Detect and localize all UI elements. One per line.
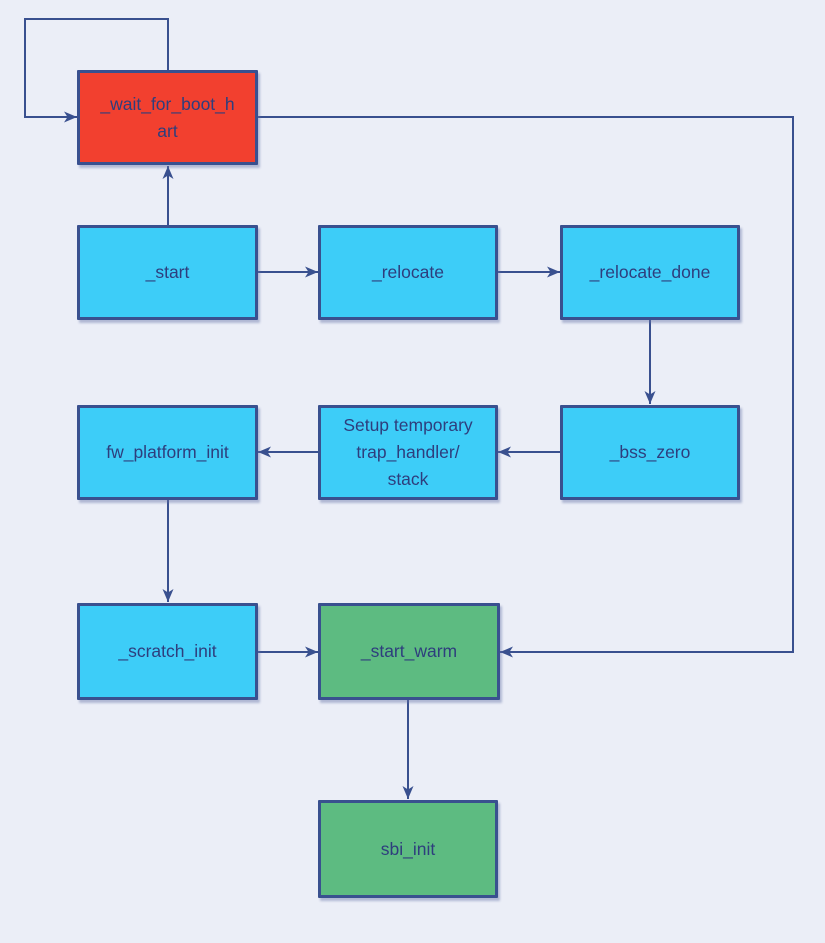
node-fw-platform-init: fw_platform_init — [77, 405, 258, 500]
node-relocate-done: _relocate_done — [560, 225, 740, 320]
node-bss-zero: _bss_zero — [560, 405, 740, 500]
node-label: _scratch_init — [118, 641, 217, 661]
node-label: _relocate — [372, 262, 444, 282]
node-label: _bss_zero — [609, 442, 691, 462]
node-label: _start — [145, 262, 190, 282]
node-relocate: _relocate — [318, 225, 498, 320]
node-sbi-init: sbi_init — [318, 800, 498, 898]
node-label: Setup temporary trap_handler/ stack — [343, 415, 473, 489]
edge-wait-hart-self-loop — [24, 18, 169, 123]
node-label: _start_warm — [360, 641, 458, 661]
node-scratch-init: _scratch_init — [77, 603, 258, 700]
node-wait-for-boot-hart: _wait_for_boot_h art — [77, 70, 258, 165]
node-start-warm: _start_warm — [318, 603, 500, 700]
node-label: sbi_init — [380, 838, 436, 859]
node-label: _wait_for_boot_h art — [100, 93, 235, 141]
edge-wait-hart-to-start-warm — [258, 116, 794, 658]
node-start: _start — [77, 225, 258, 320]
node-setup-temp-trap: Setup temporary trap_handler/ stack — [318, 405, 498, 500]
node-label: _relocate_done — [589, 262, 711, 282]
node-label: fw_platform_init — [106, 442, 229, 462]
